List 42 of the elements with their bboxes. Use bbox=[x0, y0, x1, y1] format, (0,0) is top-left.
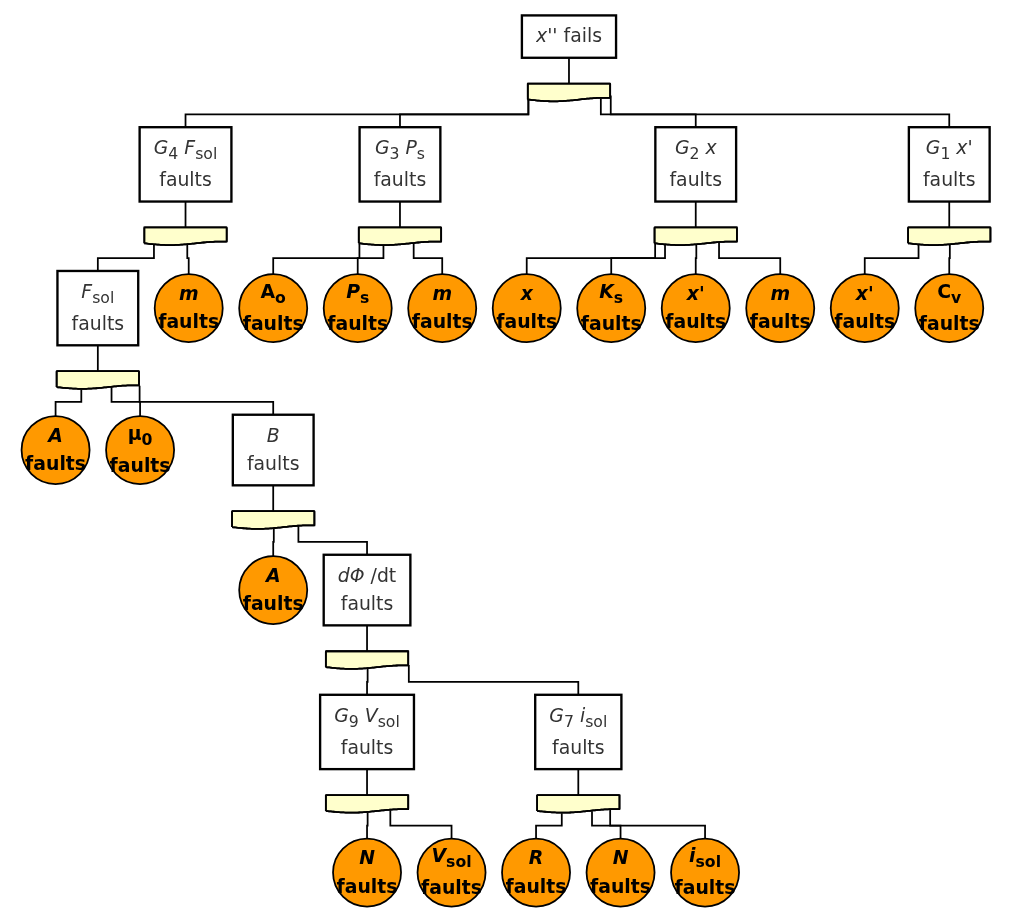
connector bbox=[947, 244, 951, 275]
node-circle: V$_{sol}$ faults bbox=[416, 837, 486, 908]
node-circle: m faults bbox=[153, 273, 224, 344]
node-circle: R faults bbox=[500, 837, 571, 908]
node-box: F$_{sol}$ faults bbox=[55, 269, 139, 347]
node-circle: P$_{s}$ faults bbox=[322, 273, 393, 344]
connector bbox=[110, 386, 141, 417]
node-box: G$_{2}$ x faults bbox=[653, 126, 737, 203]
connector bbox=[271, 243, 360, 275]
connector bbox=[590, 810, 621, 840]
connector bbox=[534, 812, 563, 840]
node-circle: N faults bbox=[585, 837, 655, 908]
node-circle: N faults bbox=[331, 837, 402, 908]
node-box: x'' fails bbox=[520, 14, 617, 59]
node-box: G$_{3}$ P$_{s}$ faults bbox=[357, 126, 442, 203]
connector bbox=[271, 527, 275, 557]
connector bbox=[717, 241, 781, 275]
node-box: dΦ /dt faults bbox=[322, 553, 412, 627]
node-box: G$_{7}$ i$_{sol}$ faults bbox=[533, 693, 623, 771]
connector bbox=[388, 809, 452, 840]
node-circle: A faults bbox=[20, 415, 90, 485]
node-circle: A$_{o}$ faults bbox=[237, 273, 308, 344]
node-circle: μ$_{0}$ faults bbox=[104, 415, 175, 485]
node-circle: C$_{v}$ faults bbox=[913, 273, 984, 344]
connector bbox=[412, 242, 443, 275]
node-circle: x faults bbox=[491, 273, 562, 344]
node-circle: m faults bbox=[744, 273, 815, 344]
connector bbox=[694, 244, 697, 275]
connector bbox=[863, 244, 919, 275]
connector bbox=[365, 811, 368, 840]
node-box: G$_{4}$ F$_{sol}$ faults bbox=[137, 126, 233, 203]
node-circle: x' faults bbox=[660, 273, 731, 344]
node-circle: i$_{sol}$ faults bbox=[669, 837, 740, 908]
node-box: G$_{9}$ V$_{sol}$ faults bbox=[318, 693, 415, 771]
node-box: G$_{1}$ x' faults bbox=[907, 126, 991, 203]
node-circle: K$_{s}$ faults bbox=[575, 273, 646, 344]
node-box: B faults bbox=[231, 413, 315, 487]
connector bbox=[54, 388, 82, 417]
node-circle: x' faults bbox=[829, 273, 900, 344]
connector bbox=[609, 244, 666, 275]
node-circle: m faults bbox=[406, 273, 477, 344]
node-circle: A faults bbox=[237, 555, 308, 625]
